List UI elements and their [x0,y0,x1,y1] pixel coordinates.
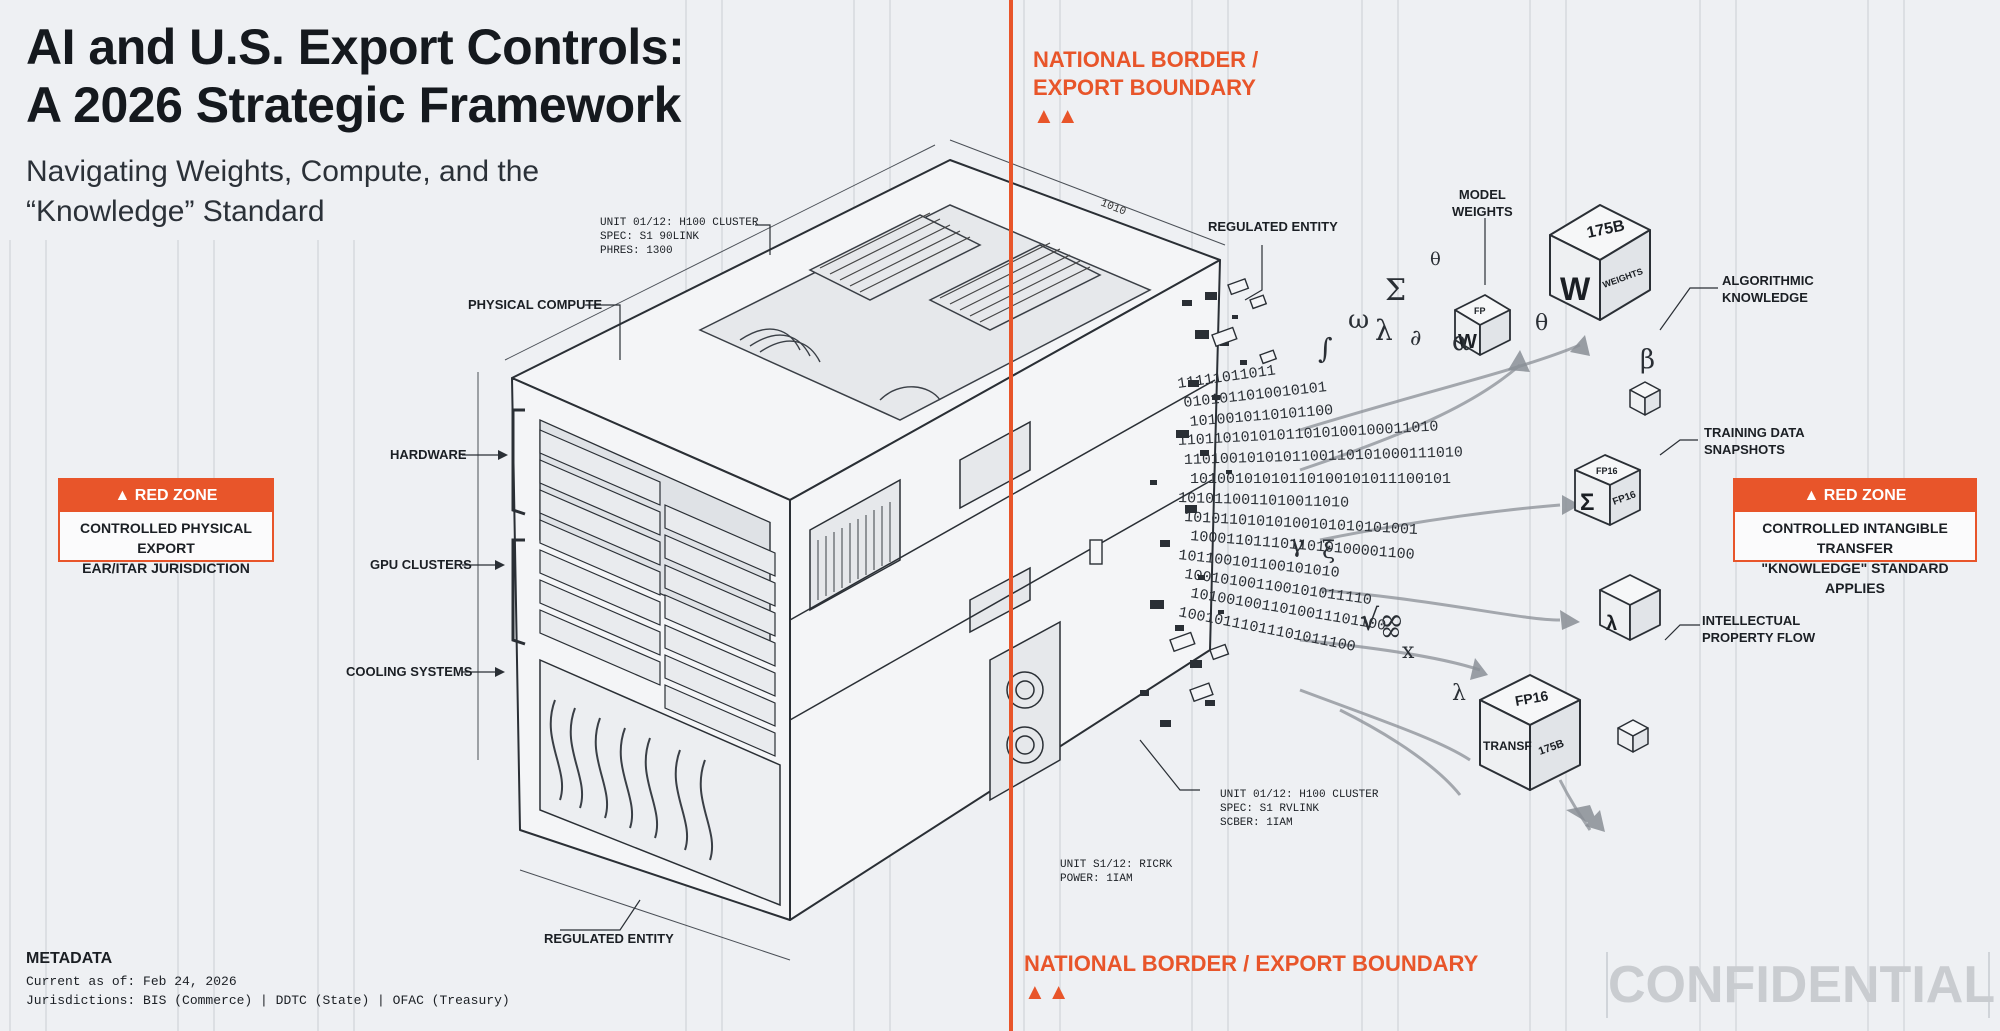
metadata-line-2: Jurisdictions: BIS (Commerce) | DDTC (St… [26,993,510,1008]
training-line-2: SNAPSHOTS [1704,442,1785,457]
math-symbol: α [1452,327,1470,357]
red-zone-left-header: ▲ RED ZONE [60,480,272,512]
cube-bottom-front-text: TRANSF [1483,739,1532,753]
math-symbol: Σ [1385,273,1406,308]
spec-block-mid: UNIT 01/12: H100 CLUSTER SPEC: S1 RVLINK… [1220,788,1378,830]
binary-line: 1010110011010011010 [1178,490,1349,512]
spec-low-line-2: POWER: 1IAM [1060,873,1133,885]
page-subtitle: Navigating Weights, Compute, and the “Kn… [26,155,540,228]
spec-block-low: UNIT S1/12: RICRK POWER: 1IAM [1060,858,1172,886]
spec-block-top: UNIT 01/12: H100 CLUSTER SPEC: S1 90LINK… [600,216,758,258]
ip-line-2: PROPERTY FLOW [1702,630,1816,645]
border-label-top-line-2: EXPORT BOUNDARY [1033,75,1256,100]
math-symbol: β [1640,345,1655,375]
algorithmic-knowledge-label: ALGORITHMIC KNOWLEDGE [1722,272,1814,306]
spec-top-line-3: PHRES: 1300 [600,245,673,257]
math-symbol: ξ [1322,536,1335,564]
cube-small-weights-top-text: FP [1474,306,1486,316]
ip-flow-label: INTELLECTUAL PROPERTY FLOW [1702,612,1815,646]
cube-bottom-top-text: FP16 [1514,687,1550,709]
model-weights-label: MODEL WEIGHTS [1452,186,1513,220]
red-zone-left-line-1: CONTROLLED PHYSICAL EXPORT [80,520,252,556]
math-symbol: λ [1452,681,1466,706]
border-label-bottom: NATIONAL BORDER / EXPORT BOUNDARY ▲▲ [1024,950,1478,1006]
border-label-top: NATIONAL BORDER / EXPORT BOUNDARY ▲▲ [1033,46,1258,130]
spec-top-line-1: UNIT 01/12: H100 CLUSTER [600,217,759,229]
hardware-label: HARDWARE [390,447,467,462]
spec-mid-line-1: UNIT 01/12: H100 CLUSTER [1220,789,1379,801]
algorithmic-line-1: ALGORITHMIC [1722,273,1814,288]
red-zone-left-line-2: EAR/ITAR JURISDICTION [82,560,250,576]
math-symbol: ∫ [1318,332,1333,365]
cube-sigma-front-text: Σ [1580,489,1594,516]
red-zone-right-body: CONTROLLED INTANGIBLE TRANSFER "KNOWLEDG… [1735,512,1975,604]
math-symbol: ∂ [1410,326,1421,351]
spec-mid-line-3: SCBER: 1IAM [1220,817,1293,829]
model-weights-line-1: MODEL [1458,187,1506,202]
math-symbol: ∞ [1380,617,1402,647]
red-zone-right-line-1: CONTROLLED INTANGIBLE TRANSFER [1762,520,1948,556]
cube-large-front-text: W [1560,271,1591,307]
math-symbol: √∞ [1360,603,1404,638]
red-zone-right-line-2: "KNOWLEDGE" STANDARD APPLIES [1761,560,1949,596]
warning-icon: ▲▲ [1024,979,1072,1004]
math-symbol: ω [1348,305,1369,335]
spec-mid-line-2: SPEC: S1 RVLINK [1220,803,1320,815]
red-zone-left-panel: ▲ RED ZONE CONTROLLED PHYSICAL EXPORT EA… [58,478,274,576]
spec-top-line-2: SPEC: S1 90LINK [600,231,700,243]
spec-low-line-1: UNIT S1/12: RICRK [1060,859,1173,871]
title-line-1: AI and U.S. Export Controls: [26,19,685,75]
page-title: AI and U.S. Export Controls: A 2026 Stra… [26,18,685,134]
binary-line: 10100101010110100101011100101 [1190,471,1451,488]
metadata-title: METADATA [26,950,113,967]
metadata-line-1: Current as of: Feb 24, 2026 [26,974,237,989]
red-zone-right-header: ▲ RED ZONE [1735,480,1975,512]
cube-sigma-top-text: FP16 [1596,466,1618,476]
cube-small-weights-front-text: W [1458,331,1477,353]
training-data-label: TRAINING DATA SNAPSHOTS [1704,424,1805,458]
red-zone-right-panel: ▲ RED ZONE CONTROLLED INTANGIBLE TRANSFE… [1733,478,1977,596]
gpu-clusters-label: GPU CLUSTERS [370,557,472,572]
title-line-2: A 2026 Strategic Framework [26,77,681,133]
national-border-line [1009,0,1013,1031]
warning-icon: ▲▲ [1033,103,1081,128]
regulated-entity-bottom-label: REGULATED ENTITY [544,931,674,946]
red-zone-left-body: CONTROLLED PHYSICAL EXPORT EAR/ITAR JURI… [60,512,272,584]
cooling-systems-label: COOLING SYSTEMS [346,664,473,679]
confidential-stamp: CONFIDENTIAL [1606,952,1995,1018]
math-symbol: λ [1375,314,1393,347]
math-symbol: θ [1535,311,1548,336]
regulated-entity-top-label: REGULATED ENTITY [1208,219,1338,234]
math-symbol: γ [1290,530,1304,558]
algorithmic-line-2: KNOWLEDGE [1722,290,1808,305]
border-label-top-line-1: NATIONAL BORDER / [1033,47,1259,72]
physical-compute-label: PHYSICAL COMPUTE [468,297,603,312]
model-weights-line-2: WEIGHTS [1452,204,1513,219]
ip-line-1: INTELLECTUAL [1702,613,1801,628]
math-symbol: x [1402,639,1415,664]
metadata-block: METADATA Current as of: Feb 24, 2026 Jur… [26,950,510,1010]
training-line-1: TRAINING DATA [1704,425,1805,440]
math-symbol: θ [1430,249,1441,270]
border-label-bottom-text: NATIONAL BORDER / EXPORT BOUNDARY [1024,951,1479,976]
cube-lambda-front-text: λ [1606,613,1617,635]
